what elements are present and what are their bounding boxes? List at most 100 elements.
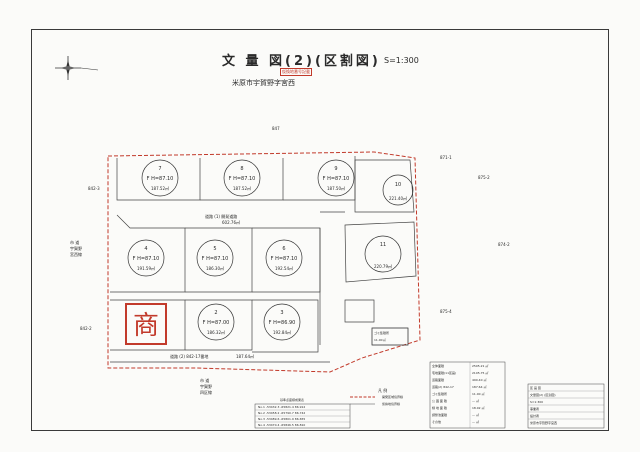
svg-text:187.52㎡: 187.52㎡ xyxy=(233,185,251,191)
svg-text:18.02 ㎡: 18.02 ㎡ xyxy=(472,405,485,410)
sheet-border xyxy=(31,29,609,431)
svg-text:2105.75 ㎡: 2105.75 ㎡ xyxy=(472,370,488,375)
svg-text:187.50㎡: 187.50㎡ xyxy=(327,185,345,191)
svg-text:187.52㎡: 187.52㎡ xyxy=(151,185,169,191)
svg-text:490.40 ㎡: 490.40 ㎡ xyxy=(472,377,486,382)
svg-text:2505.21 ㎡: 2505.21 ㎡ xyxy=(472,363,488,368)
svg-text:緑 地 面 積: 緑 地 面 積 xyxy=(432,405,447,410)
svg-text:10: 10 xyxy=(395,182,401,188)
svg-text:F H=86.90: F H=86.90 xyxy=(269,320,296,326)
svg-text:文量図(2) (区割図): 文量図(2) (区割図) xyxy=(530,392,556,397)
lower-road-label: 道路 (2) 842-17番地 xyxy=(170,353,208,359)
lot-7: 7 F H=87.10 187.52㎡ xyxy=(147,166,174,191)
legend: 凡 例 開発区域境界線 仮換地境界線 xyxy=(350,387,403,406)
svg-text:道路面積: 道路面積 xyxy=(432,377,444,382)
svg-text:9: 9 xyxy=(334,166,337,172)
neighbor-south-east: 875-4 xyxy=(440,309,452,314)
svg-text:6: 6 xyxy=(282,246,285,252)
svg-text:4: 4 xyxy=(144,246,147,252)
svg-text:開発区域境界線: 開発区域境界線 xyxy=(382,394,403,399)
svg-text:仮換地境界線: 仮換地境界線 xyxy=(382,401,400,406)
lot-9: 9 F H=87.10 187.50㎡ xyxy=(323,166,350,191)
svg-text:F H=87.10: F H=87.10 xyxy=(229,176,256,182)
svg-text:S=1:300: S=1:300 xyxy=(530,400,543,404)
neighbor-north: 847 xyxy=(272,126,280,131)
lot-8: 8 F H=87.10 187.52㎡ xyxy=(229,166,256,191)
svg-text:F H=87.10: F H=87.10 xyxy=(147,176,174,182)
svg-text:— ㎡: — ㎡ xyxy=(472,419,479,424)
svg-text:凡 例: 凡 例 xyxy=(378,387,387,393)
svg-text:221.40㎡: 221.40㎡ xyxy=(389,195,407,201)
lot-2: 2 F H=87.00 186.32㎡ xyxy=(203,310,230,335)
svg-text:186.30㎡: 186.30㎡ xyxy=(206,265,224,271)
svg-text:— ㎡: — ㎡ xyxy=(472,398,479,403)
site-boundary xyxy=(107,151,421,373)
bottom-label-3: 四区線 xyxy=(200,389,212,395)
garbage-area-title: ゴミ集積所 xyxy=(374,330,389,335)
title-block: 区 画 図 文量図(2) (区割図) S=1:300 事業者 設計者 米原市宇賀… xyxy=(527,383,605,429)
svg-text:— ㎡: — ㎡ xyxy=(472,412,479,417)
drawing-location: 米原市宇賀野字宮西 xyxy=(232,79,295,87)
svg-text:ゴミ集積所: ゴミ集積所 xyxy=(432,391,447,396)
svg-text:公 園 面 積: 公 園 面 積 xyxy=(432,398,447,403)
svg-text:宅地面積(11区画): 宅地面積(11区画) xyxy=(432,370,456,375)
bottom-label-1: 市 道 xyxy=(200,377,209,383)
svg-text:F H=87.00: F H=87.00 xyxy=(203,320,230,326)
svg-text:No.1 -53432.3 -65821.4 86.912: No.1 -53432.3 -65821.4 86.912 xyxy=(258,405,305,409)
coordinate-table: 基準点座標成果表 No.1 -53432.3 -65821.4 86.912 N… xyxy=(254,397,351,429)
svg-text:187.64 ㎡: 187.64 ㎡ xyxy=(472,384,486,389)
svg-text:192.54㎡: 192.54㎡ xyxy=(275,265,293,271)
neighbor-west-b: 842-2 xyxy=(80,326,92,331)
svg-text:米原市宇賀野字宮西: 米原市宇賀野字宮西 xyxy=(530,420,557,425)
svg-text:3: 3 xyxy=(280,310,283,316)
side-label-3: 宮西線 xyxy=(70,251,82,257)
lot-10: 10 221.40㎡ xyxy=(389,182,407,201)
svg-text:7: 7 xyxy=(158,166,161,172)
svg-text:事業者: 事業者 xyxy=(530,406,539,411)
svg-text:その他: その他 xyxy=(432,419,441,424)
svg-text:基準点座標成果表: 基準点座標成果表 xyxy=(280,397,304,402)
svg-text:商: 商 xyxy=(133,311,159,341)
seal-stamp: 商 xyxy=(125,303,167,345)
drawing-scale: S=1:300 xyxy=(384,56,419,65)
north-arrow-icon xyxy=(55,56,99,80)
svg-text:186.32㎡: 186.32㎡ xyxy=(207,329,225,335)
svg-text:F H=87.10: F H=87.10 xyxy=(271,256,298,262)
svg-text:F H=87.10: F H=87.10 xyxy=(202,256,229,262)
svg-text:全体面積: 全体面積 xyxy=(432,363,444,368)
lot-3: 3 F H=86.90 192.84㎡ xyxy=(269,310,296,335)
garbage-area-size: 11.00㎡ xyxy=(374,337,386,342)
lower-road-area: 187.64㎡ xyxy=(236,353,254,359)
area-table: 全体面積 2505.21 ㎡ 宅地面積(11区画) 2105.75 ㎡ 道路面積 49… xyxy=(429,361,506,429)
side-label-2: 宇賀野 xyxy=(70,245,82,251)
lot-5: 5 F H=87.10 186.30㎡ xyxy=(202,246,229,271)
svg-text:調整池面積: 調整池面積 xyxy=(432,412,447,417)
neighbor-north-a: 871-1 xyxy=(440,155,452,160)
lot-6: 6 F H=87.10 192.54㎡ xyxy=(271,246,298,271)
svg-text:11: 11 xyxy=(380,242,386,248)
svg-text:区 画 図: 区 画 図 xyxy=(530,385,541,390)
svg-text:No.4 -53470.4 -65846.5 86.810: No.4 -53470.4 -65846.5 86.810 xyxy=(258,423,305,427)
bottom-label-2: 宇賀野 xyxy=(200,383,212,389)
svg-text:道路(2) 842-17: 道路(2) 842-17 xyxy=(432,384,454,389)
lot-lines xyxy=(110,156,417,363)
neighbor-east-a: 875-2 xyxy=(478,175,490,180)
upper-road-area: 602.76㎡ xyxy=(222,219,240,225)
side-label-1: 市 道 xyxy=(70,239,79,245)
svg-text:F H=87.10: F H=87.10 xyxy=(323,176,350,182)
lot-4: 4 F H=87.10 191.59㎡ xyxy=(133,246,160,271)
svg-text:No.2 -53458.2 -65790.7 86.742: No.2 -53458.2 -65790.7 86.742 xyxy=(258,411,305,415)
svg-text:5: 5 xyxy=(213,246,216,252)
lot-circles xyxy=(127,159,414,341)
revision-stamp: 仮換地番号記載 xyxy=(280,68,312,76)
lot-11: 11 220.79㎡ xyxy=(374,242,392,269)
svg-text:設計者: 設計者 xyxy=(530,413,539,418)
svg-text:No.3 -53489.6 -65801.9 86.655: No.3 -53489.6 -65801.9 86.655 xyxy=(258,417,305,421)
svg-text:191.59㎡: 191.59㎡ xyxy=(137,265,155,271)
drawing-title: 文 量 図(2)(区割図) xyxy=(222,54,381,69)
svg-text:220.79㎡: 220.79㎡ xyxy=(374,263,392,269)
svg-text:192.84㎡: 192.84㎡ xyxy=(273,329,291,335)
upper-road-label: 道路 (1) 開発道路 xyxy=(205,213,237,219)
